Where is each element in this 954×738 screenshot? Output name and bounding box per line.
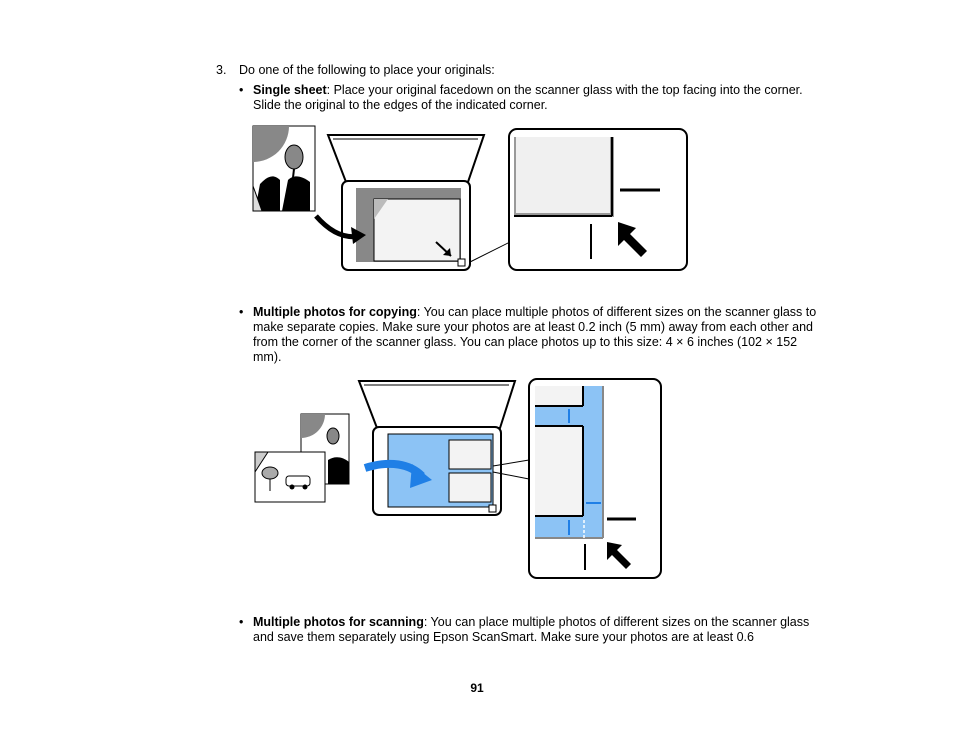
page-number: 91: [470, 681, 484, 695]
bullet-marker: •: [239, 83, 244, 97]
bullet-marker: •: [239, 615, 244, 629]
single-sheet-illustration: [252, 125, 688, 271]
bullet-text: : Place your original facedown on the sc…: [253, 83, 803, 112]
multiple-photos-illustration: [254, 378, 662, 579]
bullet-single-sheet: Single sheet: Place your original facedo…: [253, 83, 823, 113]
bullet-title: Single sheet: [253, 83, 327, 97]
step-number: 3.: [216, 63, 227, 77]
bullet-multiple-photos-copying: Multiple photos for copying: You can pla…: [253, 305, 823, 365]
bullet-title: Multiple photos for scanning: [253, 615, 424, 629]
scanner-unit: [357, 380, 517, 516]
bullet-marker: •: [239, 305, 244, 319]
photo-stack: [254, 413, 350, 503]
photo-original: [252, 125, 316, 212]
bullet-text: : You can place multiple photos of diffe…: [253, 615, 810, 644]
zoom-inset: [528, 378, 662, 579]
zoom-inset: [508, 128, 688, 271]
scanner-unit: [326, 134, 486, 271]
step-instruction: Do one of the following to place your or…: [239, 63, 495, 77]
bullet-multiple-photos-scanning: Multiple photos for scanning: You can pl…: [253, 615, 823, 645]
bullet-title: Multiple photos for copying: [253, 305, 417, 319]
bullet-text: : You can place multiple photos of diffe…: [253, 305, 817, 364]
